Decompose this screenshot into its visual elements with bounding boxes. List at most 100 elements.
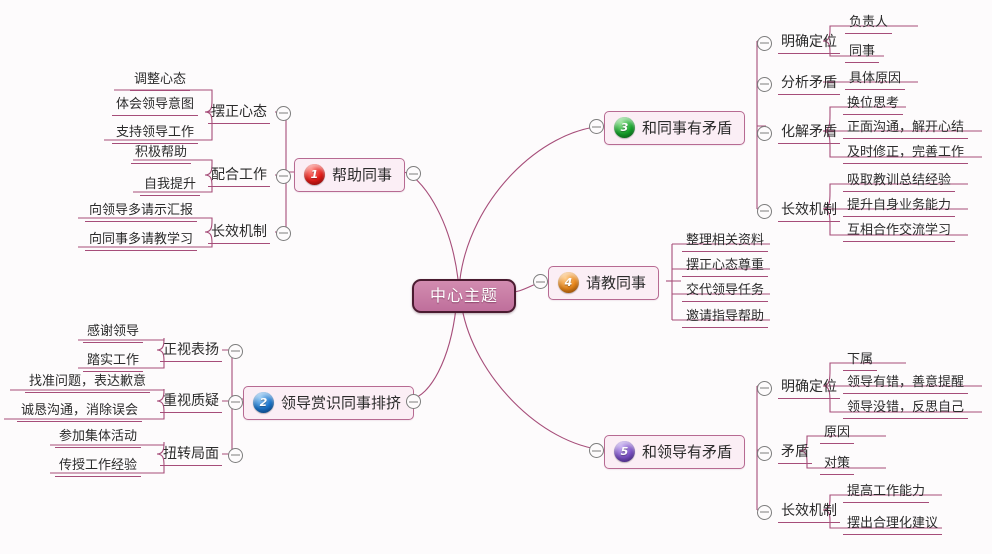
subnode-5-2-label: 矛盾 <box>781 444 809 460</box>
subnode-3-2-label: 分析矛盾 <box>781 75 837 91</box>
leaf-5-2-1-label: 原因 <box>824 425 851 440</box>
branch-node-1[interactable]: 1 帮助同事 <box>294 158 406 192</box>
collapse-toggle-1-3[interactable] <box>276 225 291 241</box>
subnode-5-2[interactable]: 矛盾 <box>757 443 812 463</box>
subnode-1-2[interactable]: 配合工作 <box>208 166 291 186</box>
collapse-toggle-5-1[interactable] <box>757 380 772 396</box>
central-topic[interactable]: 中心主题 <box>412 279 517 313</box>
branch-badge-3: 3 <box>614 117 635 138</box>
subnode-5-1[interactable]: 明确定位 <box>757 378 840 398</box>
collapse-toggle-2-1[interactable] <box>228 343 243 359</box>
branch-badge-2: 2 <box>253 392 274 413</box>
subnode-3-2[interactable]: 分析矛盾 <box>757 74 840 94</box>
collapse-toggle-branch-5[interactable] <box>589 443 604 458</box>
leaf-2-2-2[interactable]: 诚恳沟通，消除误会 <box>17 402 142 421</box>
subnode-1-1-label: 摆正心态 <box>211 104 267 120</box>
leaf-3-3-1[interactable]: 换位思考 <box>843 95 903 114</box>
leaf-5-1-1[interactable]: 下属 <box>843 351 877 370</box>
leaf-5-3-1-label: 提高工作能力 <box>847 484 926 499</box>
leaf-2-1-1[interactable]: 感谢领导 <box>83 323 143 342</box>
leaf-2-1-2[interactable]: 踏实工作 <box>83 352 143 371</box>
collapse-toggle-3-3[interactable] <box>757 125 772 141</box>
leaf-3-4-3[interactable]: 互相合作交流学习 <box>843 222 955 241</box>
leaf-3-1-2-label: 同事 <box>849 44 876 59</box>
leaf-5-3-1[interactable]: 提高工作能力 <box>843 483 929 502</box>
subnode-2-1-label: 正视表扬 <box>163 342 219 358</box>
leaf-3-2-1[interactable]: 具体原因 <box>845 70 905 89</box>
leaf-5-1-3[interactable]: 领导没错，反思自己 <box>843 399 968 418</box>
subnode-3-3-label: 化解矛盾 <box>781 124 837 140</box>
subnode-2-1[interactable]: 正视表扬 <box>160 341 243 361</box>
leaf-4-4[interactable]: 邀请指导帮助 <box>682 308 768 327</box>
collapse-toggle-branch-1[interactable] <box>406 166 421 181</box>
collapse-toggle-3-4[interactable] <box>757 203 772 219</box>
leaf-1-1-1-label: 调整心态 <box>134 72 187 87</box>
branch-node-2[interactable]: 2 领导赏识同事排挤 <box>243 386 415 420</box>
leaf-5-2-2[interactable]: 对策 <box>820 455 854 474</box>
subnode-2-2[interactable]: 重视质疑 <box>160 392 243 412</box>
leaf-1-2-2[interactable]: 自我提升 <box>140 176 200 195</box>
leaf-3-3-2[interactable]: 正面沟通，解开心结 <box>843 119 968 138</box>
leaf-3-3-3[interactable]: 及时修正，完善工作 <box>843 144 968 163</box>
collapse-toggle-3-2[interactable] <box>757 76 772 92</box>
subnode-1-3[interactable]: 长效机制 <box>208 223 291 243</box>
leaf-2-3-1[interactable]: 参加集体活动 <box>55 428 141 447</box>
leaf-2-1-2-label: 踏实工作 <box>87 353 140 368</box>
branch-node-5[interactable]: 5 和领导有矛盾 <box>604 435 746 469</box>
leaf-5-1-1-label: 下属 <box>847 352 874 367</box>
leaf-1-1-3[interactable]: 支持领导工作 <box>112 124 198 143</box>
leaf-3-4-2[interactable]: 提升自身业务能力 <box>843 197 955 216</box>
leaf-2-3-2[interactable]: 传授工作经验 <box>55 457 141 476</box>
leaf-5-2-1[interactable]: 原因 <box>820 424 854 443</box>
leaf-1-2-1[interactable]: 积极帮助 <box>131 144 191 163</box>
collapse-toggle-1-1[interactable] <box>276 105 291 121</box>
leaf-1-1-2-label: 体会领导意图 <box>116 97 195 112</box>
leaf-3-4-1-label: 吸取教训总结经验 <box>847 173 952 188</box>
collapse-toggle-2-3[interactable] <box>228 447 243 463</box>
subnode-2-2-label: 重视质疑 <box>163 393 219 409</box>
leaf-5-3-2[interactable]: 摆出合理化建议 <box>843 515 942 534</box>
collapse-toggle-3-1[interactable] <box>757 35 772 51</box>
leaf-4-3-label: 交代领导任务 <box>686 283 765 298</box>
collapse-toggle-2-2[interactable] <box>228 394 243 410</box>
leaf-4-3[interactable]: 交代领导任务 <box>682 282 768 301</box>
collapse-toggle-branch-3[interactable] <box>589 119 604 134</box>
leaf-4-1[interactable]: 整理相关资料 <box>682 232 768 251</box>
branch-badge-5: 5 <box>614 441 635 462</box>
collapse-toggle-5-2[interactable] <box>757 445 772 461</box>
leaf-1-1-1[interactable]: 调整心态 <box>130 71 190 90</box>
leaf-3-1-1-label: 负责人 <box>849 15 889 30</box>
subnode-3-4[interactable]: 长效机制 <box>757 201 840 221</box>
leaf-3-3-3-label: 及时修正，完善工作 <box>847 145 965 160</box>
collapse-toggle-1-2[interactable] <box>276 168 291 184</box>
collapse-toggle-5-3[interactable] <box>757 504 772 520</box>
leaf-1-1-2[interactable]: 体会领导意图 <box>112 96 198 115</box>
branch-node-4[interactable]: 4 请教同事 <box>548 266 660 300</box>
leaf-3-2-1-label: 具体原因 <box>849 71 902 86</box>
leaf-2-2-1-label: 找准问题，表达歉意 <box>29 374 147 389</box>
leaf-3-1-2[interactable]: 同事 <box>845 43 879 62</box>
subnode-3-1[interactable]: 明确定位 <box>757 33 840 53</box>
leaf-5-1-2[interactable]: 领导有错，善意提醒 <box>843 374 968 393</box>
leaf-1-3-2[interactable]: 向同事多请教学习 <box>85 231 197 250</box>
branch-badge-4: 4 <box>558 272 579 293</box>
leaf-4-1-label: 整理相关资料 <box>686 233 765 248</box>
leaf-1-3-1[interactable]: 向领导多请示汇报 <box>85 202 197 221</box>
subnode-1-1[interactable]: 摆正心态 <box>208 103 291 123</box>
leaf-4-2[interactable]: 摆正心态尊重 <box>682 257 768 276</box>
branch-node-3[interactable]: 3 和同事有矛盾 <box>604 111 746 145</box>
leaf-2-2-1[interactable]: 找准问题，表达歉意 <box>25 373 150 392</box>
collapse-toggle-branch-4[interactable] <box>533 274 548 289</box>
leaf-1-2-1-label: 积极帮助 <box>135 145 188 160</box>
leaf-3-4-3-label: 互相合作交流学习 <box>847 223 952 238</box>
subnode-3-1-label: 明确定位 <box>781 34 837 50</box>
leaf-3-4-2-label: 提升自身业务能力 <box>847 198 952 213</box>
leaf-3-4-1[interactable]: 吸取教训总结经验 <box>843 172 955 191</box>
subnode-2-3[interactable]: 扭转局面 <box>160 445 243 465</box>
collapse-toggle-branch-2[interactable] <box>406 394 421 409</box>
leaf-1-3-1-label: 向领导多请示汇报 <box>89 203 194 218</box>
leaf-3-1-1[interactable]: 负责人 <box>845 14 892 33</box>
subnode-5-3[interactable]: 长效机制 <box>757 502 840 522</box>
subnode-3-3[interactable]: 化解矛盾 <box>757 123 840 143</box>
